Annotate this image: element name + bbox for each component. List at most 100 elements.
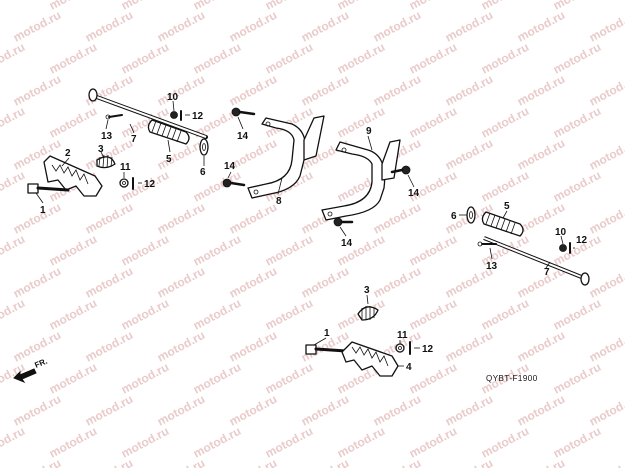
- watermark-text: motod.ru: [335, 40, 387, 77]
- callout-6: 6: [451, 211, 457, 222]
- callout-3: 3: [364, 285, 370, 296]
- right-pivot-pin-7: [483, 236, 590, 286]
- callout-6: 6: [200, 167, 206, 178]
- watermark-text: motod.ru: [47, 232, 99, 269]
- watermark-text: motod.ru: [551, 168, 603, 205]
- callout-12: 12: [192, 111, 204, 122]
- watermark-text: motod.ru: [155, 72, 207, 109]
- right-cotter-pin-13: [477, 241, 497, 247]
- callout-11: 11: [397, 330, 408, 341]
- watermark-text: motod.ru: [299, 72, 351, 109]
- watermark-text: motod.ru: [263, 296, 315, 333]
- bolt-14-d: [333, 217, 354, 227]
- right-peg-rubber-5: [481, 211, 524, 237]
- watermark-text: motod.ru: [371, 456, 423, 468]
- left-washer-10: [170, 111, 178, 119]
- watermark-text: motod.ru: [119, 296, 171, 333]
- watermark-text: motod.ru: [47, 360, 99, 397]
- right-spring-3: [357, 306, 379, 321]
- watermark-text: motod.ru: [587, 136, 625, 173]
- callout-14: 14: [341, 238, 353, 249]
- watermark-text: motod.ru: [191, 168, 243, 205]
- watermark-text: motod.ru: [83, 200, 135, 237]
- watermark-text: motod.ru: [47, 296, 99, 333]
- watermark-text: motod.ru: [0, 232, 27, 269]
- watermark-text: motod.ru: [551, 360, 603, 397]
- watermark-text: motod.ru: [263, 424, 315, 461]
- watermark-text: motod.ru: [443, 8, 495, 45]
- watermark-text: motod.ru: [587, 456, 625, 468]
- watermark-text: motod.ru: [263, 360, 315, 397]
- watermark-text: motod.ru: [155, 456, 207, 468]
- watermark-text: motod.ru: [587, 392, 625, 429]
- watermark-text: motod.ru: [335, 424, 387, 461]
- watermark-text: motod.ru: [371, 392, 423, 429]
- bolt-14-b: [222, 178, 246, 188]
- left-spring-3: [96, 154, 116, 169]
- watermark-text: motod.ru: [191, 296, 243, 333]
- watermark-text: motod.ru: [263, 40, 315, 77]
- callout-14: 14: [408, 188, 420, 199]
- watermark-text: motod.ru: [299, 456, 351, 468]
- watermark-text: motod.ru: [119, 232, 171, 269]
- watermark-text: motod.ru: [407, 40, 459, 77]
- watermark-text: motod.ru: [371, 72, 423, 109]
- callout-12: 12: [422, 344, 434, 355]
- watermark-text: motod.ru: [587, 8, 625, 45]
- watermark-text: motod.ru: [155, 8, 207, 45]
- watermark-text: motod.ru: [443, 392, 495, 429]
- watermark-text: motod.ru: [47, 40, 99, 77]
- watermark-text: motod.ru: [11, 456, 63, 468]
- callout-9: 9: [366, 126, 372, 137]
- watermark-text: motod.ru: [47, 424, 99, 461]
- watermark-text: motod.ru: [11, 200, 63, 237]
- watermark-text: motod.ru: [335, 104, 387, 141]
- left-nut-11: [119, 178, 129, 188]
- right-washer-10: [559, 244, 567, 252]
- watermark-text: motod.ru: [263, 232, 315, 269]
- bolt-14-a: [231, 107, 256, 117]
- watermark-text: motod.ru: [443, 328, 495, 365]
- watermark-text: motod.ru: [0, 40, 27, 77]
- watermark-text: motod.ru: [587, 72, 625, 109]
- watermark-text: motod.ru: [0, 104, 27, 141]
- callout-14: 14: [237, 131, 249, 142]
- watermark-text: motod.ru: [227, 392, 279, 429]
- watermark-text: motod.ru: [83, 456, 135, 468]
- callout-13: 13: [101, 131, 113, 142]
- watermark-text: motod.ru: [227, 200, 279, 237]
- watermark-text: motod.ru: [407, 424, 459, 461]
- bolt-14-c: [390, 165, 411, 175]
- callout-4: 4: [406, 362, 412, 373]
- watermark-text: motod.ru: [371, 264, 423, 301]
- watermark-text: motod.ru: [47, 104, 99, 141]
- watermark-text: motod.ru: [83, 8, 135, 45]
- watermark-text: motod.ru: [551, 296, 603, 333]
- arrow-front-icon: FR.: [13, 357, 49, 384]
- watermark-text: motod.ru: [119, 424, 171, 461]
- left-peg-rubber-5: [147, 119, 190, 145]
- callout-2: 2: [65, 148, 71, 159]
- watermark-text: motod.ru: [443, 136, 495, 173]
- watermark-text: motod.ru: [479, 168, 531, 205]
- watermark-text: motod.ru: [515, 328, 567, 365]
- watermark-text: motod.ru: [227, 8, 279, 45]
- watermark-text: motod.ru: [83, 328, 135, 365]
- watermark-text: motod.ru: [11, 392, 63, 429]
- right-footpeg-4: [341, 341, 399, 377]
- left-footpeg-2: [43, 155, 103, 197]
- watermark-text: motod.ru: [515, 72, 567, 109]
- right-bolt-1: [305, 344, 348, 355]
- callout-10: 10: [167, 92, 179, 103]
- bracket-8: [247, 115, 325, 199]
- watermark-text: motod.ru: [0, 424, 27, 461]
- callout-1: 1: [40, 205, 46, 216]
- watermark-text: motod.ru: [191, 424, 243, 461]
- watermark-text: motod.ru: [11, 8, 63, 45]
- callout-5: 5: [166, 154, 172, 165]
- watermark-text: motod.ru: [479, 104, 531, 141]
- callouts: 2 3 13 7 5 10 12 6 11 12 1 14 14 8 9 14 …: [40, 92, 588, 373]
- watermark-text: motod.ru: [299, 264, 351, 301]
- direction-label: FR.: [33, 357, 48, 370]
